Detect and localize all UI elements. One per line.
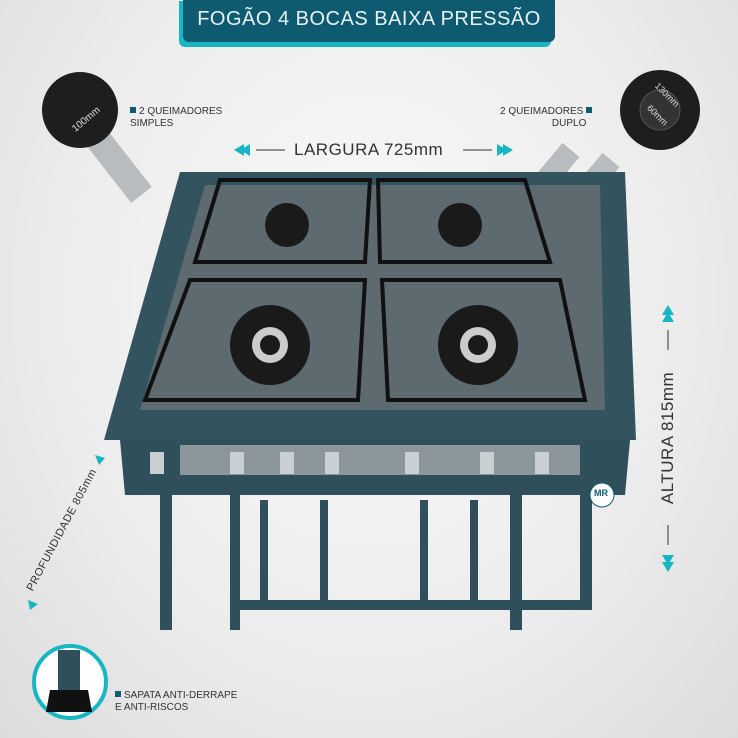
foot-image [32,644,108,720]
stove [104,172,636,630]
bullet-icon [115,691,121,697]
label-line: 2 QUEIMADORES [139,106,223,117]
feet-label: SAPATA ANTI-DERRAPE E ANTI-RISCOS [115,690,237,714]
label-line: 2 QUEIMADORES [500,106,584,117]
label-line: SIMPLES [130,118,174,129]
double-burners-label: 2 QUEIMADORES DUPLO [500,106,595,130]
brand-logo: MR [594,488,608,498]
page-title: FOGÃO 4 BOCAS BAIXA PRESSÃO [197,7,541,30]
dimension-arrows [28,144,674,610]
simple-burner-image: 100mm [42,72,152,203]
label-line: E ANTI-RISCOS [115,702,189,713]
bullet-icon [586,107,593,113]
height-dimension: ALTURA 815mm [658,371,677,505]
title-banner: FOGÃO 4 BOCAS BAIXA PRESSÃO [183,0,555,42]
width-dimension: LARGURA 725mm [294,140,444,159]
simple-burners-label: 2 QUEIMADORES SIMPLES [130,106,222,130]
label-line: SAPATA ANTI-DERRAPE [124,690,238,701]
label-line: DUPLO [551,118,587,129]
bullet-icon [130,107,136,113]
